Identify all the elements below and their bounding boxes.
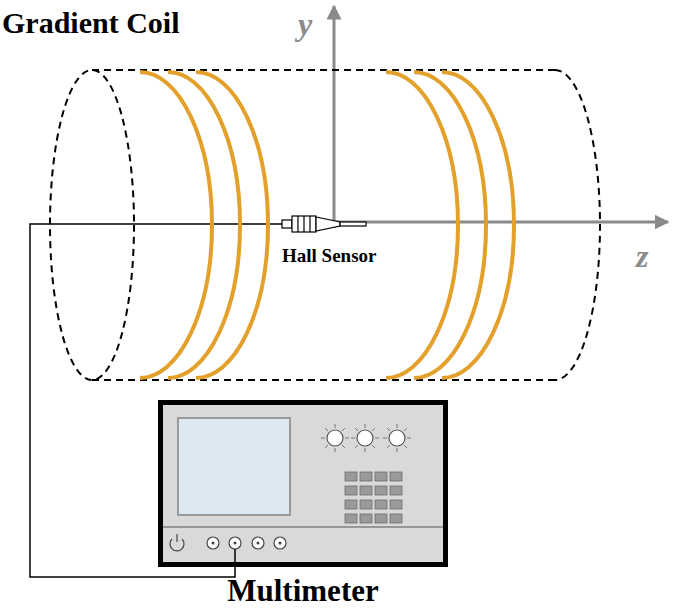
gradient-coil: Gradient CoilHall Sensor — [0, 0, 676, 390]
coil-winding — [442, 72, 514, 378]
z-axis — [334, 221, 668, 224]
coil-winding — [196, 72, 268, 378]
multimeter: Multimeter — [158, 400, 448, 567]
coil-winding — [168, 72, 240, 378]
hall-sensor-probe — [282, 216, 366, 232]
coil-winding — [386, 72, 458, 378]
node-label: Multimeter — [227, 574, 378, 608]
y-axis — [333, 6, 336, 228]
axis-label: y — [298, 8, 312, 40]
axis-label: z — [636, 240, 648, 272]
node-label: Hall Sensor — [280, 246, 378, 267]
node-label: Gradient Coil — [2, 6, 180, 39]
coil-winding — [140, 72, 212, 378]
hall-sensor: Hall Sensor — [282, 212, 368, 236]
coil-cylinder — [0, 0, 676, 390]
multimeter-body — [158, 400, 448, 567]
coil-winding — [414, 72, 486, 378]
